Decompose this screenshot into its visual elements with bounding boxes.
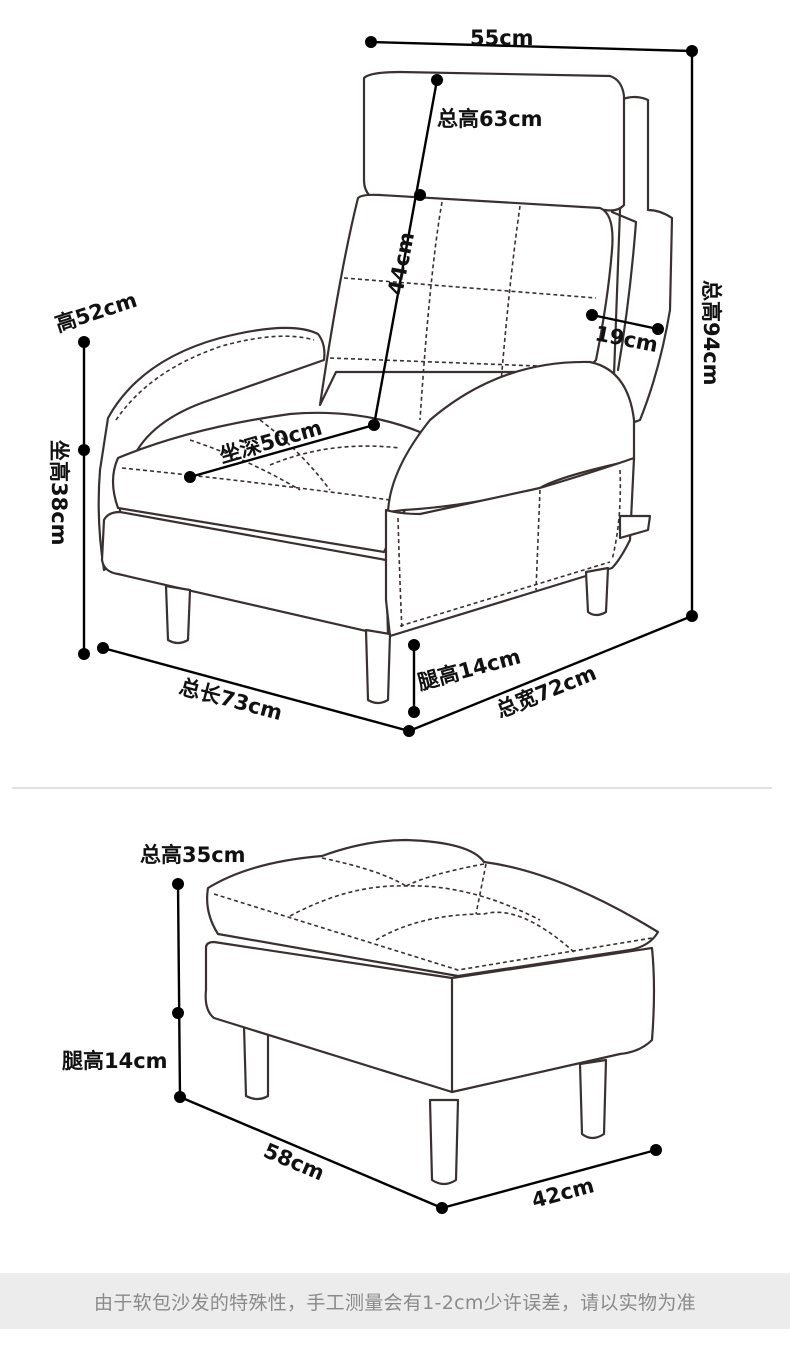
footer-note: 由于软包沙发的特殊性，手工测量会有1-2cm少许误差，请以实物为准 xyxy=(94,1291,696,1314)
label-seat-height: 坐高38cm xyxy=(47,440,71,546)
chair-drawing xyxy=(97,70,674,705)
label-ottoman-leg-height: 腿高14cm xyxy=(62,1049,168,1073)
ottoman-dimension-lines xyxy=(172,878,662,1214)
label-width-top: 55cm xyxy=(470,26,534,50)
label-total-height-back: 总高63cm xyxy=(437,107,543,131)
label-ottoman-width: 42cm xyxy=(529,1173,597,1213)
footer-banner: 由于软包沙发的特殊性，手工测量会有1-2cm少许误差，请以实物为准 xyxy=(0,1273,790,1329)
label-chair-leg-height: 腿高14cm xyxy=(415,644,523,695)
ottoman-drawing xyxy=(204,838,660,1186)
label-total-height: 总高94cm xyxy=(699,280,723,386)
label-armrest-height: 高52cm xyxy=(52,288,140,337)
chair-dimension-lines xyxy=(78,36,698,737)
label-ottoman-total-height: 总高35cm xyxy=(140,843,246,867)
